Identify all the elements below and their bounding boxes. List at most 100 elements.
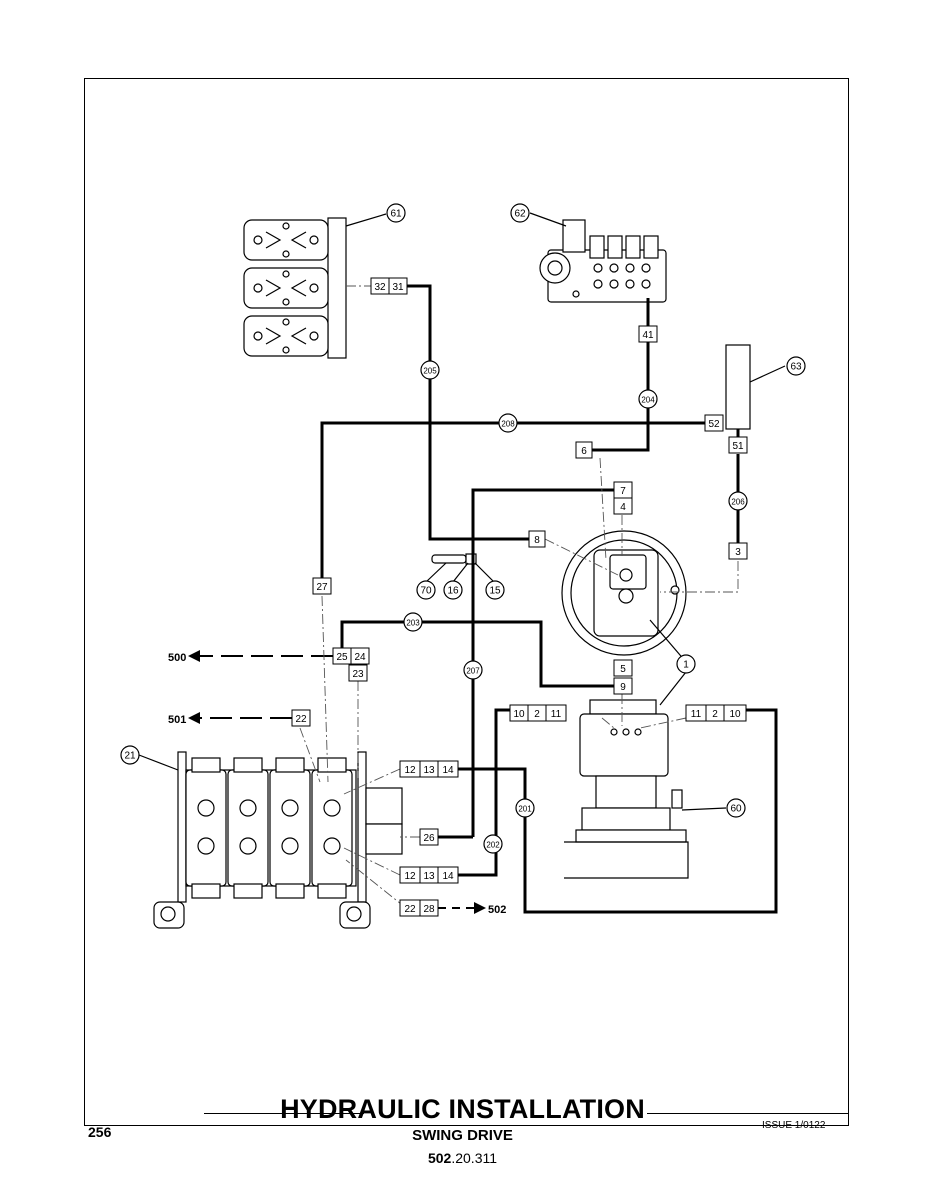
svg-text:25: 25 [336,652,348,663]
svg-text:24: 24 [354,652,366,663]
svg-text:4: 4 [620,502,626,513]
svg-text:22: 22 [295,714,307,725]
svg-text:1: 1 [683,660,689,671]
callout-60: 60 [726,798,746,818]
svg-text:208: 208 [501,420,515,429]
svg-text:5: 5 [620,664,626,675]
box-11: 11 [685,704,707,722]
box-2: 2 [705,704,725,722]
block-63 [725,344,751,430]
svg-text:6: 6 [581,446,587,457]
box-8: 8 [528,530,546,548]
callout-202: 202 [483,834,503,854]
svg-text:9: 9 [620,682,626,693]
svg-text:28: 28 [423,904,435,915]
box-5: 5 [613,659,633,677]
svg-text:205: 205 [423,367,437,376]
box-22: 22 [399,899,421,917]
callout-207: 207 [463,660,483,680]
box-13: 13 [419,760,439,778]
title-rule-left [204,1113,364,1114]
page-title: HYDRAULIC INSTALLATION [280,1094,645,1124]
callout-208: 208 [498,413,518,433]
connection-leaders [299,285,739,909]
svg-text:204: 204 [641,396,655,405]
svg-text:31: 31 [392,282,404,293]
svg-text:2: 2 [534,709,540,720]
svg-text:13: 13 [423,765,435,776]
box-2: 2 [527,704,547,722]
ref-500: 500 [168,652,186,664]
title-rule [84,1096,849,1130]
box-25: 25 [332,647,352,665]
box-27: 27 [312,577,332,595]
svg-text:12: 12 [404,871,416,882]
box-7: 7 [613,481,633,499]
svg-text:70: 70 [420,586,432,597]
svg-text:60: 60 [730,804,742,815]
svg-text:8: 8 [534,535,540,546]
svg-text:27: 27 [316,582,328,593]
callout-leaders [138,212,786,811]
page-number: 256 [88,1124,112,1140]
svg-text:202: 202 [486,841,500,850]
control-valve-bank-21 [153,751,403,929]
svg-text:62: 62 [514,209,526,220]
section-code: 502.20.311 [0,1150,925,1166]
page-subtitle: SWING DRIVE [412,1127,513,1144]
svg-text:26: 26 [423,833,435,844]
svg-text:201: 201 [518,805,532,814]
callout-15: 15 [485,580,505,600]
callout-21: 21 [120,745,140,765]
box-32: 32 [370,277,390,295]
box-3: 3 [728,542,748,560]
svg-text:7: 7 [620,486,626,497]
ref-501: 501 [168,714,186,726]
svg-text:14: 14 [442,871,454,882]
callout-206: 206 [728,491,748,511]
svg-text:61: 61 [390,209,402,220]
svg-text:32: 32 [374,282,386,293]
callout-63: 63 [786,356,806,376]
svg-text:21: 21 [124,751,136,762]
control-block-61 [243,217,347,359]
svg-text:14: 14 [442,765,454,776]
svg-text:16: 16 [447,586,459,597]
callout-203: 203 [403,612,423,632]
hydraulic-lines [320,284,778,914]
callout-62: 62 [510,203,530,223]
svg-text:2: 2 [712,709,718,720]
box-11: 11 [545,704,567,722]
box-22: 22 [291,709,311,727]
issue-label: ISSUE 1/0122 [762,1120,826,1131]
box-26: 26 [419,828,439,846]
box-24: 24 [350,647,370,665]
box-31: 31 [388,277,408,295]
box-23: 23 [348,664,368,682]
svg-text:12: 12 [404,765,416,776]
swing-gearbox-60 [564,699,689,879]
box-10: 10 [509,704,529,722]
arrow-500 [188,650,200,662]
callout-204: 204 [638,389,658,409]
svg-text:52: 52 [708,419,720,430]
svg-text:11: 11 [691,709,702,720]
svg-text:206: 206 [731,498,745,507]
callout-201: 201 [515,798,535,818]
box-12: 12 [399,760,421,778]
svg-text:3: 3 [735,547,741,558]
reference-arrows [196,655,478,909]
svg-text:207: 207 [466,667,480,676]
title-rule-right [647,1113,849,1114]
callout-1: 1 [676,654,696,674]
box-28: 28 [419,899,439,917]
box-9: 9 [613,677,633,695]
box-41: 41 [638,325,658,343]
callout-16: 16 [443,580,463,600]
svg-text:11: 11 [551,709,562,720]
box-14: 14 [437,866,459,884]
box-52: 52 [704,414,724,432]
